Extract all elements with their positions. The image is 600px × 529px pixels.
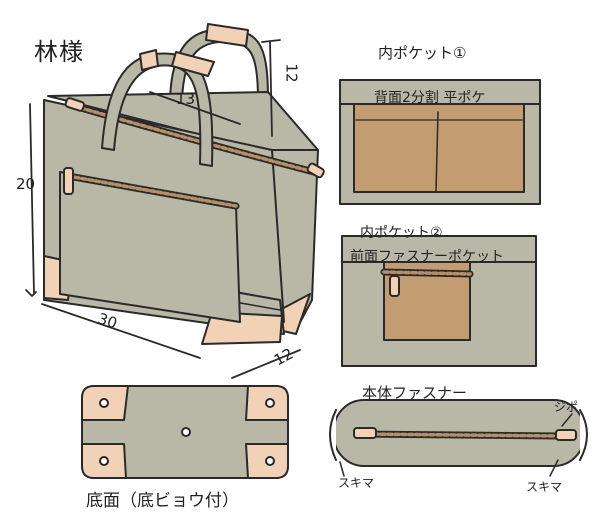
inner-pocket-1-subtitle: 背面2分割 平ポケ [374,90,486,106]
height-dimension-label: 20 [16,175,36,193]
front-handle-leather-left [139,49,159,71]
handle-width-line [149,91,241,125]
front-handle-leather [171,51,215,77]
top-zipper-pull [64,97,86,112]
width-line [41,303,201,359]
front-pocket-zipper-pull [63,167,74,195]
gap-right-label: スキマ [526,480,563,494]
zipper-pull-label: ジポ [554,400,579,414]
inner-pocket-1-title: 内ポケット① [378,44,467,62]
handle-drop-line [269,41,273,137]
page-title: 林様 [34,38,84,66]
depth-line [231,349,301,379]
handle-width-label: 13 [176,90,196,108]
top-zipper-teeth [72,104,316,174]
back-handle-leather [205,23,249,47]
inner-pocket-2-subtitle: 前面ファスナーポケット [350,249,504,265]
inner-pocket-2-diagram [341,235,537,367]
main-zipper-title: 本体ファスナー [362,384,468,402]
dimension-lines [25,39,301,379]
handle-drop-label: 12 [282,63,301,83]
gap-left-label: スキマ [338,476,375,490]
inner-pocket-2-title: 内ポケット② [360,225,443,241]
bottom-view-label: 底面（底ビョウ付） [86,491,239,511]
inner-pocket-1-diagram [339,79,541,205]
main-zipper-diagram [329,399,588,477]
handle-drop-cap [261,39,281,43]
bottom-view-diagram [81,385,289,479]
front-pocket-zipper-teeth [66,174,238,208]
top-zipper-pull-right [306,162,325,179]
inner-pocket-2-pull [389,275,400,297]
height-line [29,103,35,295]
tote-bag-illustration [43,23,325,345]
